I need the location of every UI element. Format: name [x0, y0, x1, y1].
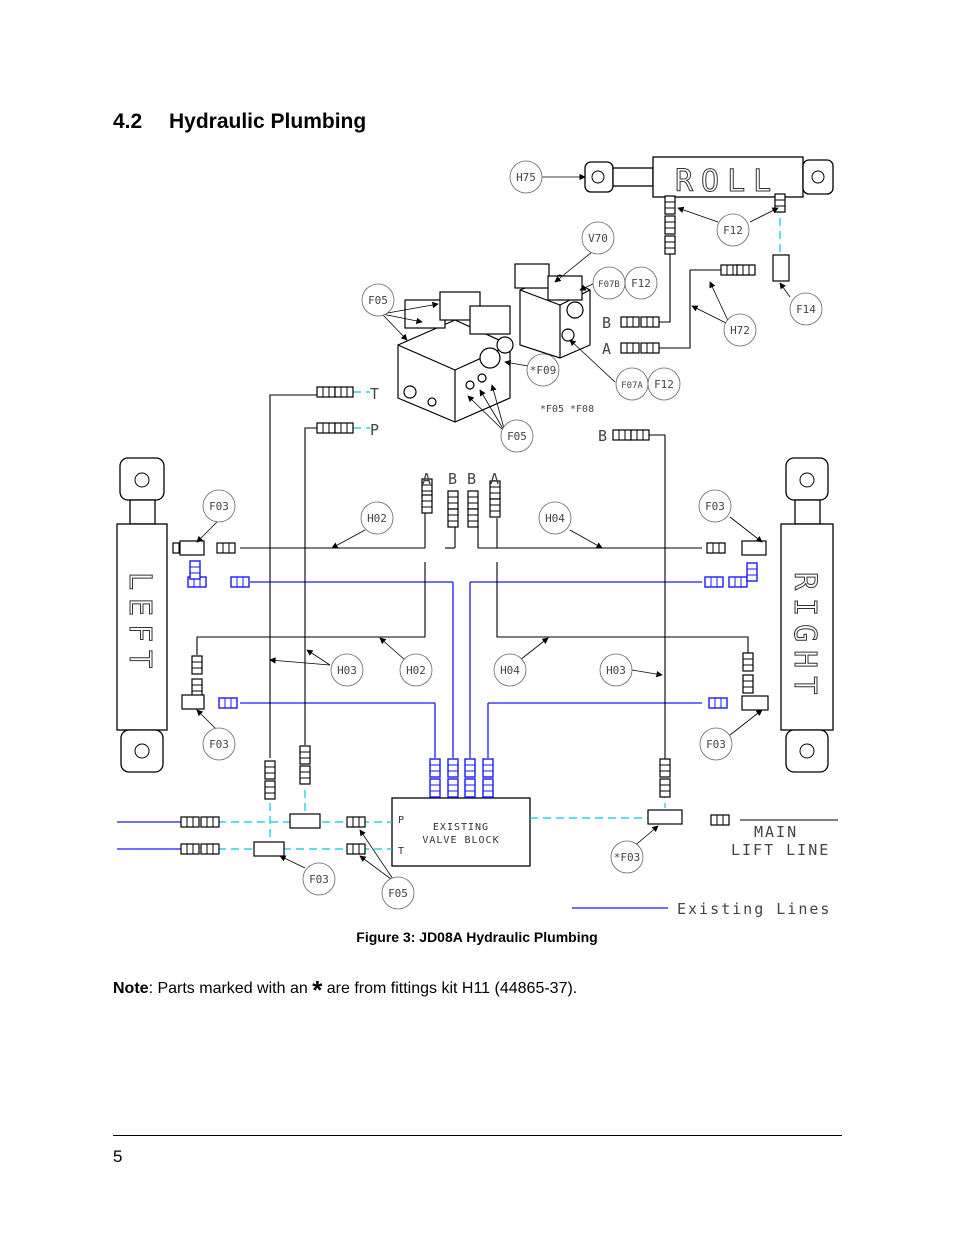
- valve-port-a1: A: [422, 470, 433, 488]
- callout-f05-bottom: [381, 876, 415, 910]
- hose-lines: [196, 250, 838, 821]
- callout-f03-star-text: *F03: [614, 851, 641, 864]
- callout-h72: [723, 313, 757, 347]
- callout-f03-bottom: [302, 862, 336, 896]
- callout-f14: [789, 292, 823, 326]
- callout-f12-top: [716, 213, 750, 247]
- figure-caption: Figure 3: JD08A Hydraulic Plumbing: [356, 929, 598, 945]
- callout-f03-left-bottom-text: F03: [209, 738, 229, 751]
- section-heading: 4.2 Hydraulic Plumbing: [113, 110, 366, 134]
- valve-port-b2: B: [467, 470, 478, 488]
- note-paragraph: Note: Parts marked with an * are from fi…: [113, 975, 577, 1006]
- valve-block-port-t: T: [398, 846, 405, 857]
- callout-f03-right-top-text: F03: [705, 500, 725, 513]
- callout-h02-bottom-text: H02: [406, 664, 426, 677]
- callout-f12-a-text: F12: [654, 378, 674, 391]
- left-label: LEFT: [122, 572, 157, 676]
- callout-f03-left-bottom: [202, 727, 236, 761]
- note-label: Note: [113, 980, 149, 997]
- callout-h75-text: H75: [516, 171, 536, 184]
- callout-f09-text: *F09: [530, 364, 557, 377]
- callout-v70-text: V70: [588, 232, 608, 245]
- callout-f09: [526, 353, 560, 387]
- roll-valve: [514, 263, 591, 359]
- callout-f12-a: [647, 367, 681, 401]
- callout-f07b-text: F07B: [598, 280, 620, 290]
- callout-f12-b: [624, 266, 658, 300]
- callout-h04-bottom-text: H04: [500, 664, 520, 677]
- callout-f03-right-bottom-text: F03: [706, 738, 726, 751]
- section-title: Hydraulic Plumbing: [169, 110, 367, 133]
- callout-f03-right-bottom: [699, 727, 733, 761]
- callout-f05-top-text: F05: [368, 294, 388, 307]
- callout-f03-left-top-text: F03: [209, 500, 229, 513]
- callout-h02-top-text: H02: [367, 512, 387, 525]
- fittings: [172, 193, 790, 857]
- callout-f03-left-top: [202, 489, 236, 523]
- port-a-roll-label: A: [602, 340, 613, 358]
- callout-f05-mid: [500, 419, 534, 453]
- callout-h75: [509, 160, 543, 194]
- main-lift-line-label-2: LIFT LINE: [731, 841, 830, 859]
- valve-port-b1: B: [448, 470, 459, 488]
- leader-lines: [196, 173, 791, 883]
- port-p-label: P: [370, 421, 381, 439]
- callout-labels: H75 V70 F12 F05 F07B F12 F14 H72 *F09 F0…: [209, 171, 816, 900]
- roll-cylinder: ROLL: [584, 156, 834, 200]
- valve-block-port-p: P: [398, 815, 405, 826]
- port-labels: T P B A B A B B A MAIN LIFT LINE Existin…: [370, 314, 831, 918]
- callout-f14-text: F14: [796, 303, 816, 316]
- callout-f03-star: [610, 840, 644, 874]
- left-cylinder: LEFT: [116, 457, 168, 773]
- callout-h02-bottom: [399, 653, 433, 687]
- callout-h04-top: [538, 501, 572, 535]
- footer-rule: [113, 1135, 842, 1136]
- callouts: [202, 160, 823, 910]
- page-number: 5: [113, 1147, 123, 1166]
- callout-f07a-text: F07A: [621, 381, 643, 391]
- right-label: RIGHT: [787, 572, 822, 702]
- callout-f03-bottom-text: F03: [309, 873, 329, 886]
- port-b-main-label: B: [598, 427, 609, 445]
- callout-v70: [581, 221, 615, 255]
- port-t-label: T: [370, 385, 381, 403]
- note-text-before: : Parts marked with an: [148, 980, 313, 997]
- callout-h72-text: H72: [730, 324, 750, 337]
- callout-h03-left: [330, 653, 364, 687]
- callout-f05-top: [361, 283, 395, 317]
- existing-valve-block: EXISTING VALVE BLOCK P T: [391, 797, 531, 867]
- existing-lines: [117, 581, 702, 909]
- callout-f03-right-top: [698, 489, 732, 523]
- right-cylinder: RIGHT: [780, 457, 834, 773]
- main-lift-line-label-1: MAIN: [754, 823, 798, 841]
- callout-h04-top-text: H04: [545, 512, 565, 525]
- section-number: 4.2: [113, 110, 143, 133]
- callout-h03-left-text: H03: [337, 664, 357, 677]
- callout-f12-b-text: F12: [631, 277, 651, 290]
- callout-h03-right-text: H03: [606, 664, 626, 677]
- valve-port-a2: A: [490, 470, 501, 488]
- callout-h04-bottom: [493, 653, 527, 687]
- callout-h03-right: [599, 653, 633, 687]
- callout-f12-top-text: F12: [723, 224, 743, 237]
- legend-label: Existing Lines: [677, 900, 831, 918]
- roll-label: ROLL: [675, 164, 779, 199]
- valve-block-label-1: EXISTING: [433, 822, 489, 833]
- note-text-after: are from fittings kit H11 (44865-37).: [322, 980, 578, 997]
- callout-h02-top: [360, 501, 394, 535]
- hydraulic-plumbing-diagram: ROLL LEFT RIGHT: [116, 156, 838, 918]
- callout-f05-bottom-text: F05: [388, 887, 408, 900]
- valve-block-label-2: VALVE BLOCK: [422, 835, 499, 846]
- callout-f05-f08-text: *F05 *F08: [540, 404, 594, 415]
- control-valve-stack: [397, 291, 514, 423]
- port-b-roll-label: B: [602, 314, 613, 332]
- asterisk-symbol: *: [312, 975, 323, 1005]
- callout-f05-mid-text: F05: [507, 430, 527, 443]
